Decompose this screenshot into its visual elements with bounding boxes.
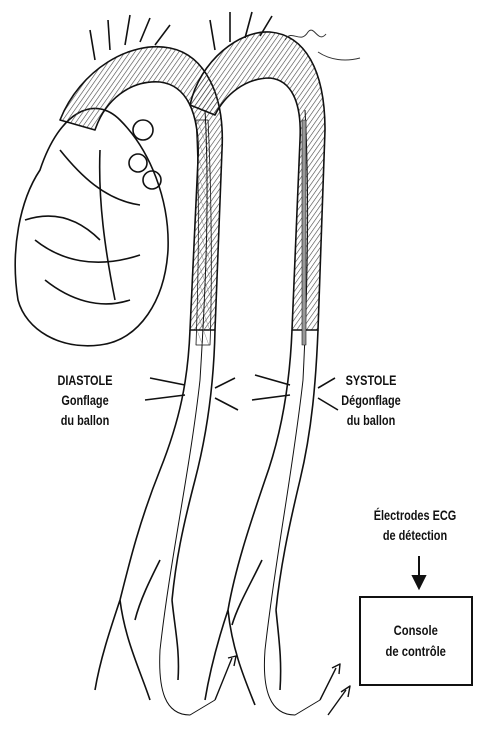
aorta-wall-right: [172, 330, 215, 600]
ecg-arrow: [413, 556, 425, 588]
artery-branch: [108, 20, 110, 50]
diastole-line2: Gonflage: [42, 390, 128, 410]
iliac-right: [232, 560, 281, 690]
artery-branch: [90, 30, 95, 60]
iliac-right: [135, 560, 178, 680]
renal-arteries: [145, 378, 238, 410]
diastole-line3: du ballon: [42, 410, 128, 430]
systole-line3: du ballon: [328, 410, 414, 430]
balloon-deflated: [302, 120, 306, 345]
artery-branch: [140, 18, 150, 42]
renal-arteries: [252, 375, 338, 410]
insertion-arrow: [215, 656, 236, 700]
systole-title: SYSTOLE: [328, 370, 414, 390]
deflation-arrows: [320, 664, 350, 715]
diastole-title: DIASTOLE: [42, 370, 128, 390]
systole-label: SYSTOLE Dégonflage du ballon: [328, 370, 414, 430]
console-line2: de contrôle: [386, 641, 446, 662]
artery-branch: [125, 15, 130, 45]
balloon: [196, 120, 211, 345]
heart: [15, 108, 168, 345]
ecg-line1: Électrodes ECG: [364, 505, 465, 525]
valve: [133, 120, 153, 140]
iliac-left: [95, 600, 150, 700]
diastole-illustration: [15, 15, 238, 715]
ecg-electrodes-label: Électrodes ECG de détection: [364, 505, 465, 545]
artery-branch: [155, 25, 170, 45]
artery-branch: [210, 20, 215, 50]
control-console-box: Console de contrôle: [359, 596, 473, 686]
aorta-wall-right: [276, 330, 318, 610]
systole-line2: Dégonflage: [328, 390, 414, 410]
console-line1: Console: [386, 620, 446, 641]
ecg-line2: de détection: [364, 525, 465, 545]
aorta-wall-left: [120, 330, 190, 600]
diastole-label: DIASTOLE Gonflage du ballon: [42, 370, 128, 430]
